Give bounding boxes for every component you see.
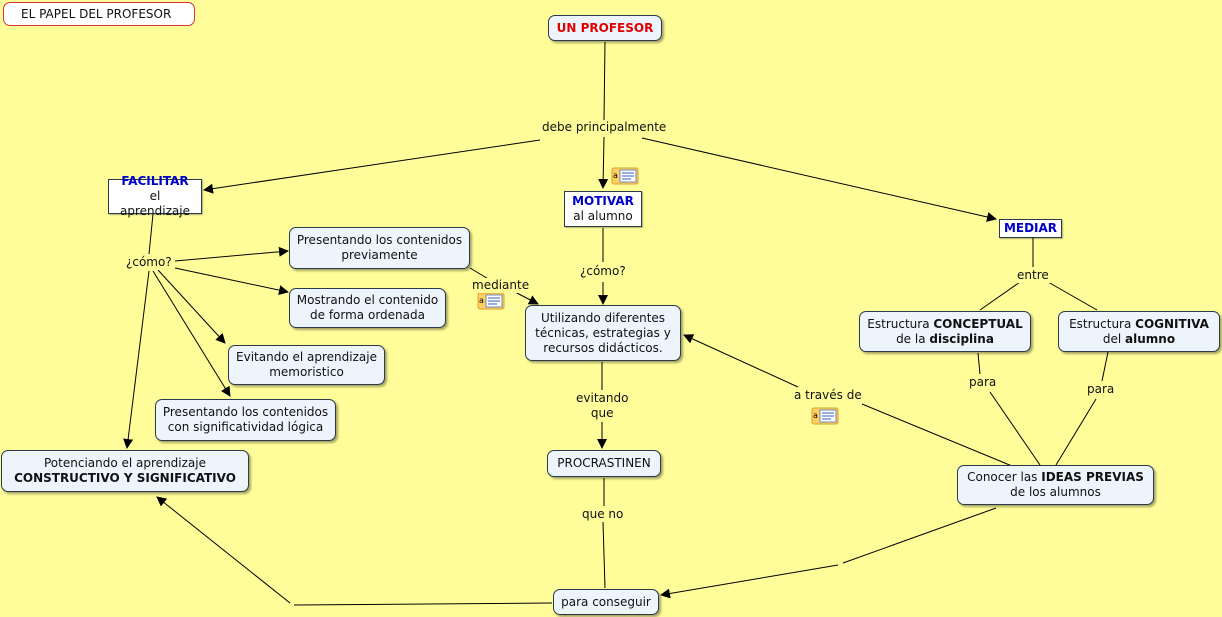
node-ideas-previas-l2: de los alumnos <box>1010 485 1101 499</box>
link-para-ideas <box>989 391 1041 466</box>
node-evitando-memoristico-l2: memoristico <box>269 365 344 379</box>
link-ideas-conseguir <box>842 507 997 564</box>
link-conseguir-potenciando <box>293 602 553 606</box>
link-mediante-utilizando <box>514 291 539 305</box>
node-estructura-cognitiva-l1: Estructura COGNITIVA <box>1069 317 1209 332</box>
link-como-mostrando <box>174 267 289 296</box>
node-ideas-previas-bold: IDEAS PREVIAS <box>1041 470 1144 484</box>
link-atraves-utilizando <box>683 334 799 388</box>
node-utilizando-l3: recursos didácticos. <box>543 340 663 355</box>
label-a-traves-de: a través de <box>792 388 864 403</box>
label-evitando-que: evitando que <box>574 391 631 421</box>
link-ideas-conseguir-2 <box>660 564 839 599</box>
node-mostrando[interactable]: Mostrando el contenido de forma ordenada <box>289 288 446 328</box>
node-presentando-previamente-l1: Presentando los contenidos <box>296 233 463 247</box>
node-estructura-cognitiva-pre: Estructura <box>1069 316 1136 331</box>
node-utilizando-l1: Utilizando diferentes <box>540 310 666 325</box>
node-estructura-conceptual-l2bold: disciplina <box>929 331 994 346</box>
svg-text:a: a <box>813 411 818 420</box>
node-ideas-previas[interactable]: Conocer las IDEAS PREVIAS de los alumnos <box>957 465 1154 505</box>
node-presentando-significatividad[interactable]: Presentando los contenidos con significa… <box>155 399 336 441</box>
node-potenciando-l2: CONSTRUCTIVO Y SIGNIFICATIVO <box>14 471 236 485</box>
node-potenciando[interactable]: Potenciando el aprendizaje CONSTRUCTIVO … <box>1 450 249 492</box>
node-procrastinen[interactable]: PROCRASTINEN <box>547 450 661 477</box>
link-entre-conceptual <box>979 281 1021 311</box>
node-mediar-label: MEDIAR <box>1003 221 1058 235</box>
node-facilitar[interactable]: FACILITAR el aprendizaje <box>108 174 202 218</box>
resource-note-icon[interactable]: a <box>611 167 639 185</box>
node-estructura-cognitiva[interactable]: Estructura COGNITIVA del alumno <box>1058 311 1220 352</box>
node-estructura-cognitiva-l2bold: alumno <box>1125 331 1176 346</box>
label-como-facilitar: ¿cómo? <box>124 255 174 270</box>
label-entre: entre <box>1015 268 1051 283</box>
label-que-no: que no <box>580 507 626 522</box>
node-estructura-cognitiva-l2: del alumno <box>1103 332 1175 347</box>
node-estructura-conceptual-l1: Estructura CONCEPTUAL <box>867 317 1022 332</box>
node-estructura-cognitiva-bold: COGNITIVA <box>1135 316 1209 331</box>
resource-note-icon[interactable]: a <box>477 292 505 310</box>
label-evitando-que-l1: evitando <box>576 391 629 405</box>
node-presentando-significatividad-l1: Presentando los contenidos <box>162 405 329 419</box>
node-un-profesor-label: UN PROFESOR <box>556 20 654 35</box>
node-estructura-cognitiva-l2pre: del <box>1102 331 1126 346</box>
node-presentando-previamente-l2: previamente <box>341 248 418 262</box>
link-para2-ideas <box>1055 398 1097 466</box>
link-como-potenciando <box>123 270 150 449</box>
link-debe-mediar <box>641 137 997 222</box>
link-debe-facilitar <box>203 139 541 194</box>
link-queno-conseguir <box>602 521 606 589</box>
node-presentando-previamente[interactable]: Presentando los contenidos previamente <box>289 227 470 269</box>
resource-note-icon[interactable]: a <box>811 407 839 425</box>
node-para-conseguir[interactable]: para conseguir <box>553 589 659 615</box>
link-conceptual-para <box>977 352 981 375</box>
node-mostrando-l1: Mostrando el contenido <box>296 293 439 307</box>
link-cognitiva-para <box>1101 351 1109 382</box>
node-motivar-bold: MOTIVAR <box>572 194 634 208</box>
node-presentando-significatividad-l2: con significatividad lógica <box>167 420 324 434</box>
svg-text:a: a <box>613 171 618 180</box>
node-mediar[interactable]: MEDIAR <box>999 219 1062 238</box>
node-estructura-conceptual-bold: CONCEPTUAL <box>933 316 1023 331</box>
node-motivar[interactable]: MOTIVAR al alumno <box>564 191 642 227</box>
link-debe-motivar <box>598 136 609 189</box>
label-para-conceptual: para <box>967 375 999 390</box>
node-evitando-memoristico[interactable]: Evitando el aprendizaje memoristico <box>228 345 385 385</box>
map-title: EL PAPEL DEL PROFESOR <box>3 2 195 26</box>
node-ideas-previas-l1: Conocer las IDEAS PREVIAS <box>967 470 1144 485</box>
link-profesor-debe <box>603 41 606 121</box>
node-procrastinen-label: PROCRASTINEN <box>557 456 651 470</box>
label-evitando-que-l2: que <box>590 406 614 420</box>
node-potenciando-l1: Potenciando el aprendizaje <box>44 456 206 470</box>
link-conseguir-potenciando-2 <box>156 496 291 604</box>
label-como-motivar: ¿cómo? <box>578 264 628 279</box>
label-para-cognitiva: para <box>1085 382 1117 397</box>
node-estructura-conceptual[interactable]: Estructura CONCEPTUAL de la disciplina <box>859 311 1031 352</box>
node-facilitar-rest: el aprendizaje <box>120 189 190 218</box>
node-mostrando-l2: de forma ordenada <box>310 308 425 322</box>
node-estructura-conceptual-l2: de la disciplina <box>896 332 994 347</box>
node-evitando-memoristico-l1: Evitando el aprendizaje <box>236 350 377 364</box>
node-utilizando[interactable]: Utilizando diferentes técnicas, estrateg… <box>525 305 681 361</box>
svg-text:a: a <box>479 296 484 305</box>
label-debe-principalmente: debe principalmente <box>540 120 669 135</box>
label-mediante: mediante <box>470 278 532 293</box>
link-como-presentando-sig <box>152 270 231 397</box>
link-ideas-atraves <box>861 403 1013 467</box>
node-motivar-rest: al alumno <box>573 209 633 223</box>
node-utilizando-l2: técnicas, estrategias y <box>535 325 671 340</box>
link-facilitar-como <box>148 213 154 255</box>
link-como-evitando <box>157 269 226 344</box>
node-facilitar-bold: FACILITAR <box>121 174 189 188</box>
node-ideas-previas-pre: Conocer las <box>967 470 1042 484</box>
node-para-conseguir-label: para conseguir <box>561 594 651 609</box>
link-como-presentando <box>174 246 289 262</box>
node-un-profesor[interactable]: UN PROFESOR <box>548 15 662 41</box>
node-estructura-conceptual-pre: Estructura <box>867 316 934 331</box>
link-entre-cognitiva <box>1047 281 1098 311</box>
node-estructura-conceptual-l2pre: de la <box>896 331 930 346</box>
